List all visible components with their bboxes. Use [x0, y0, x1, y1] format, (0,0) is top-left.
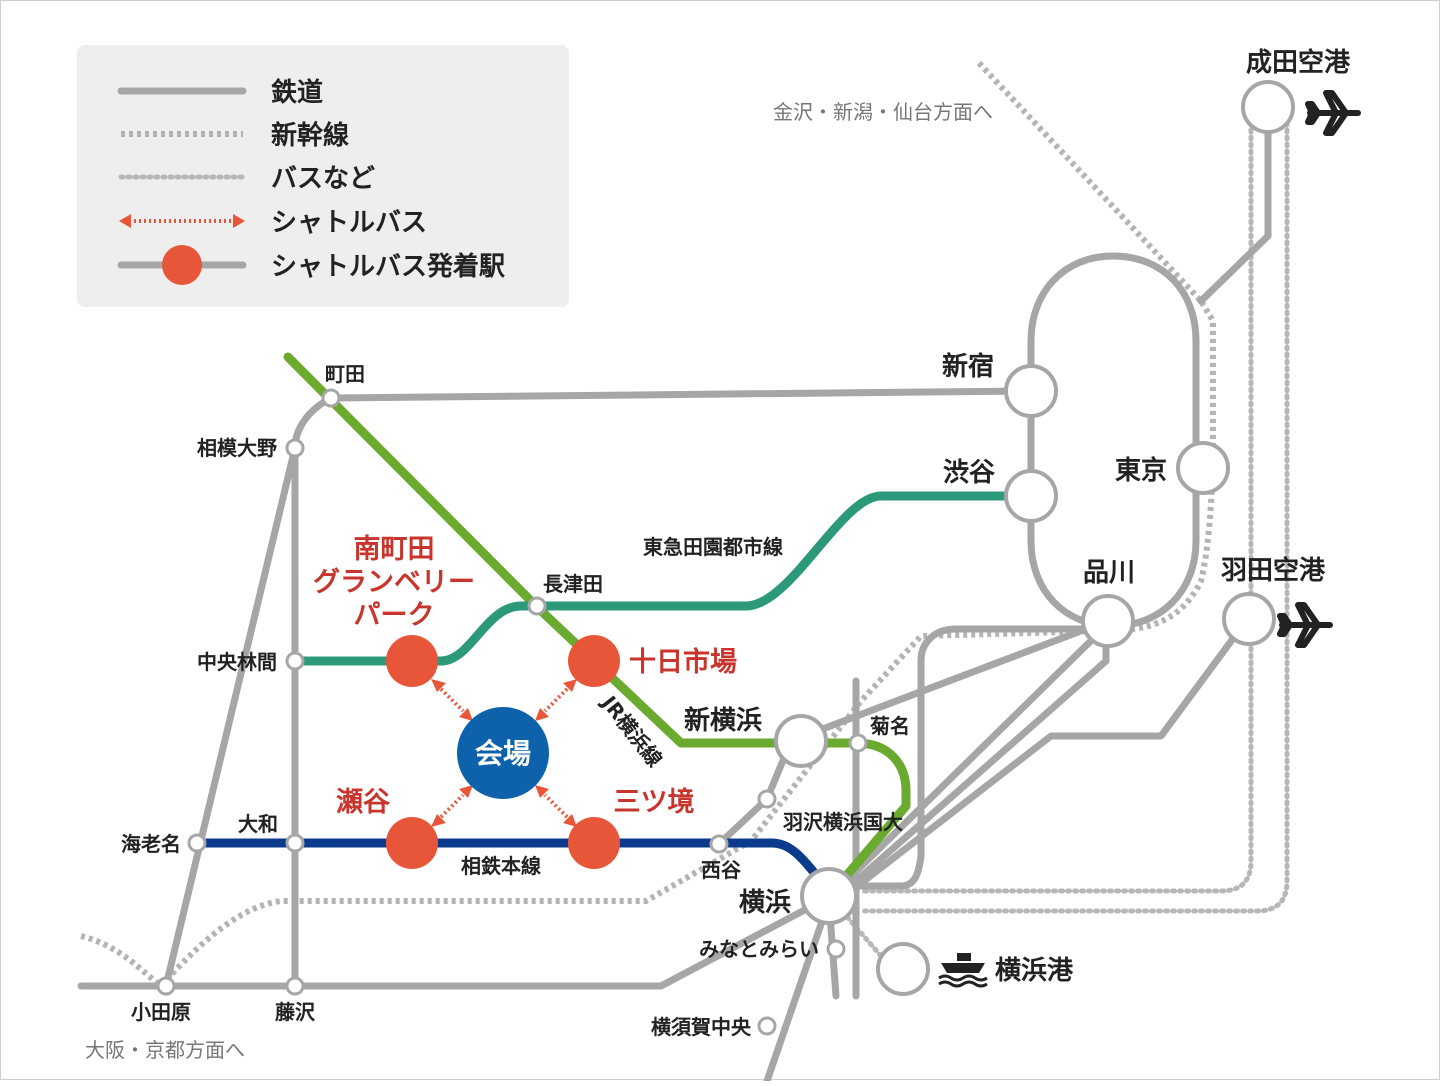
label-kikuna: 菊名: [870, 714, 910, 738]
shuttle-stations: [386, 635, 620, 869]
label-yamato: 大和: [238, 812, 278, 836]
label-minamimachida-2: グランベリー: [313, 566, 475, 598]
label-line-tokyu: 東急田園都市線: [643, 535, 783, 559]
bus-route-narita-yokohama: [858, 113, 1254, 894]
shuttle-arrow-minamimachida: [431, 679, 473, 721]
label-tokyo: 東京: [1115, 455, 1167, 486]
station-shinjuku: [1004, 364, 1058, 418]
ship-icon: [938, 953, 988, 988]
station-dot-odawara: [156, 976, 176, 996]
station-dot-nagatsuta: [527, 596, 547, 616]
label-yokosuka-chuo: 横須賀中央: [651, 1015, 752, 1039]
station-labels: 成田空港 羽田空港 新宿 渋谷 東京 品川 新横浜 横浜 横浜港 町田 相模大野…: [121, 47, 1351, 1039]
label-chuo-rinkan: 中央林間: [197, 650, 277, 674]
station-dot-yamato: [285, 833, 305, 853]
label-ebina: 海老名: [121, 832, 181, 856]
note-north: 金沢・新潟・仙台方面へ: [773, 100, 993, 124]
station-dot-kikuna: [848, 733, 868, 753]
legend-bus-label: バスなど: [271, 164, 375, 194]
station-narita: [1241, 80, 1295, 134]
shinkansen-tohoku: [976, 60, 1204, 304]
shuttle-station-mitsukyo: [568, 817, 620, 869]
label-haneda: 羽田空港: [1221, 555, 1326, 586]
rail-keihin: [847, 625, 1090, 890]
rail-keikyu-haneda: [847, 617, 1250, 895]
label-shinjuku: 新宿: [942, 351, 994, 382]
station-shin-yokohama: [774, 714, 828, 768]
station-dot-sagami-ono: [285, 438, 305, 458]
venue-circle: [457, 707, 549, 799]
legend-rail-label: 鉄道: [271, 77, 323, 108]
station-haneda: [1222, 592, 1276, 646]
label-shibuya: 渋谷: [943, 458, 996, 488]
label-narita: 成田空港: [1246, 47, 1351, 78]
station-dot-hazawa: [757, 789, 777, 809]
legend-shuttle-label: シャトルバス: [271, 208, 427, 238]
label-seya: 瀬谷: [336, 787, 391, 818]
shuttle-arrow-mitsukyo: [535, 785, 577, 827]
label-shinagawa: 品川: [1083, 558, 1135, 588]
shuttle-station-minamimachida: [386, 635, 438, 687]
station-dot-machida: [321, 388, 341, 408]
rail-odakyu-shinjuku: [327, 387, 1035, 402]
shuttle-station-tokaichiba: [568, 635, 620, 687]
legend-shinkansen-label: 新幹線: [271, 120, 349, 151]
shuttle-arrows: [431, 679, 577, 827]
shuttle-station-labels: 南町田 グランベリー パーク 十日市場 瀬谷 三ツ境: [313, 534, 737, 818]
label-hazawa: 羽沢横浜国大: [783, 810, 903, 834]
legend-station-dot: [162, 245, 202, 285]
shuttle-arrow-seya: [431, 785, 473, 827]
bus-route-narita-haneda: [858, 113, 1290, 914]
note-west: 大阪・京都方面へ: [85, 1038, 245, 1062]
rail-nishiya-hazawa: [715, 795, 771, 848]
label-yokohama: 横浜: [739, 888, 791, 918]
plane-icon: [1305, 90, 1361, 136]
label-tokaichiba: 十日市場: [629, 646, 737, 678]
label-line-sotetsu: 相鉄本線: [461, 854, 541, 878]
shuttle-arrow-tokaichiba: [535, 679, 577, 721]
legend-shuttle-station-label: シャトルバス発着駅: [271, 251, 505, 282]
station-dot-yokosuka-chuo: [757, 1016, 777, 1036]
label-mitsukyo: 三ツ境: [614, 787, 695, 818]
station-shinagawa: [1081, 594, 1135, 648]
label-minamimachida-3: パーク: [354, 600, 435, 631]
rail-narita-line: [1197, 103, 1272, 305]
station-dot-fujisawa: [285, 976, 305, 996]
label-nishiya: 西谷: [701, 858, 742, 882]
plane-icon: [1277, 602, 1333, 648]
rail-odakyu-odawara: [162, 444, 299, 990]
large-stations: [774, 80, 1295, 996]
venue-label: 会場: [475, 737, 531, 770]
direction-notes: 金沢・新潟・仙台方面へ 大阪・京都方面へ: [85, 100, 993, 1062]
label-fujisawa: 藤沢: [274, 1000, 316, 1024]
small-stations: [156, 388, 868, 1036]
label-shin-yokohama: 新横浜: [684, 705, 762, 736]
legend: 鉄道 新幹線 バスなど シャトルバス シャトルバス発着駅: [77, 45, 569, 307]
label-yokohama-port: 横浜港: [995, 956, 1074, 986]
shuttle-station-seya: [386, 817, 438, 869]
label-sagami-ono: 相模大野: [197, 436, 277, 460]
label-nagatsuta: 長津田: [543, 572, 603, 596]
station-tokyo: [1176, 441, 1230, 495]
station-yokohama-port: [876, 942, 930, 996]
rail-tokaido-main: [77, 622, 1110, 990]
station-dot-chuo-rinkan: [285, 651, 305, 671]
legend-shuttle-sample: [119, 214, 245, 228]
line-tokyu-den-en-toshi: [290, 491, 1036, 666]
rail-yokosuka-south: [763, 897, 833, 1085]
rail-sotetsu-tokyu: [763, 625, 1090, 803]
station-yokohama: [800, 867, 858, 925]
station-dot-minatomirai: [826, 939, 846, 959]
label-machida: 町田: [325, 362, 365, 386]
station-dot-nishiya: [709, 834, 729, 854]
station-dot-ebina: [187, 833, 207, 853]
station-shibuya: [1004, 469, 1058, 523]
label-minatomirai: みなとみらい: [699, 937, 819, 961]
legend-panel: [77, 45, 569, 307]
label-odawara: 小田原: [131, 1000, 191, 1024]
label-minamimachida-1: 南町田: [354, 534, 435, 565]
